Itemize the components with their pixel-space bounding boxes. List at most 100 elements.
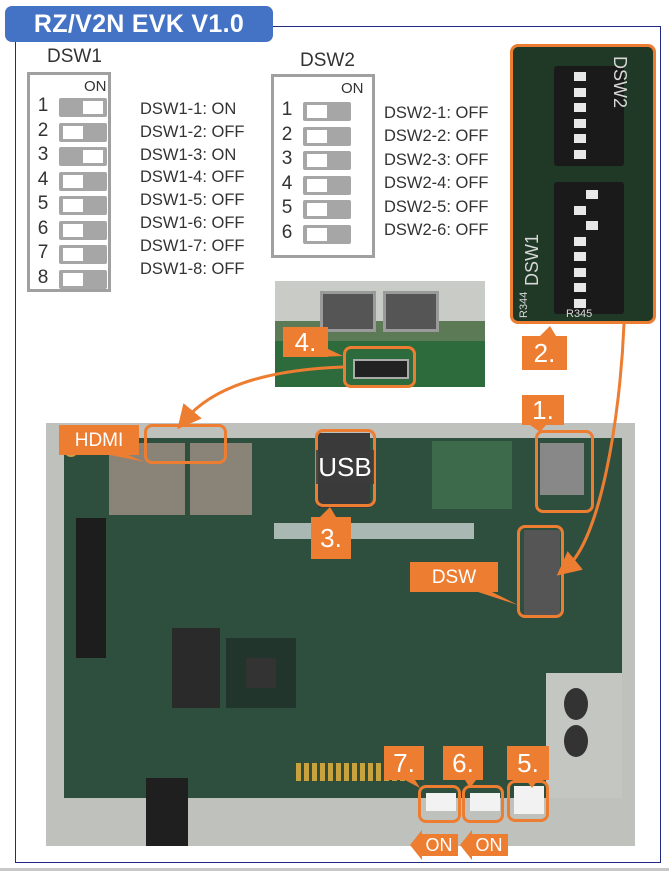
- pcie-connector: [76, 518, 106, 658]
- dsw2-switch-6[interactable]: [303, 225, 351, 244]
- dsw1-switch-number: 8: [37, 266, 49, 288]
- dsw2-switch-number: 5: [281, 197, 293, 219]
- dsw1-switch-state-label: DSW1-3: ON: [140, 145, 237, 164]
- dsw1-switch-number: 6: [37, 217, 49, 239]
- callout-3: 3.: [311, 517, 351, 559]
- switch-knob: [83, 101, 103, 114]
- switch-knob: [63, 199, 83, 212]
- dsw1-closeup-knob: [574, 267, 586, 277]
- dsw1-switch-2[interactable]: [59, 122, 107, 142]
- dsw1-switch-number: 4: [37, 168, 49, 190]
- on-arrow-6: ON: [460, 830, 508, 860]
- dsw1-closeup-knob: [586, 190, 598, 199]
- dsw1-switch-state-label: DSW1-1: ON: [140, 100, 237, 118]
- dsw1-switch-6[interactable]: [59, 220, 107, 240]
- dsw2-switch-number: 2: [281, 123, 293, 145]
- callout-usb: USB: [316, 450, 374, 484]
- dsw1-switch-number: 7: [37, 242, 49, 263]
- hdmi-port: [353, 359, 409, 379]
- switch-knob: [307, 105, 327, 118]
- callout-7: 7.: [384, 746, 424, 780]
- switch-7-highlight: [418, 785, 461, 823]
- dsw1-switch-state-label: DSW1-5: OFF: [140, 191, 245, 210]
- dsw1-switch-3[interactable]: [59, 147, 107, 166]
- dsw-highlight: [517, 525, 564, 618]
- dsw1-switch-number: 3: [37, 144, 49, 165]
- dsw2-switch-number: 4: [281, 172, 293, 194]
- dsw2-title: DSW2: [300, 50, 355, 71]
- dsw2-chip: [554, 66, 624, 166]
- switch-knob: [307, 154, 327, 168]
- dsw1-switch-8[interactable]: [59, 269, 107, 289]
- ribbon-cable: [146, 778, 188, 846]
- callout-4: 4.: [283, 327, 328, 357]
- usb-c-highlight: [507, 780, 549, 822]
- dsw2-closeup-knob: [574, 103, 586, 112]
- callout-1: 1.: [522, 395, 564, 425]
- switch-knob: [63, 223, 83, 237]
- switch-knob: [63, 174, 83, 188]
- hdmi-port-highlight: [343, 346, 416, 388]
- dsw1-switch-state-label: DSW1-2: OFF: [140, 122, 245, 141]
- dsw-switches: [524, 530, 560, 615]
- dsw1-switch-number: 1: [37, 95, 49, 116]
- dsw2-switch-number: 1: [281, 99, 293, 120]
- bottom-divider: [0, 868, 669, 871]
- dsw1-switch-number: 2: [37, 119, 49, 141]
- dsw2-on-label: ON: [341, 80, 364, 97]
- hdmi-highlight: [144, 424, 227, 464]
- callout-hdmi: HDMI: [59, 425, 139, 455]
- dsw2-switch-1[interactable]: [303, 102, 351, 121]
- dsw1-chip: [554, 182, 624, 314]
- callout-5: 5.: [507, 746, 549, 780]
- dsw2-switch-state-label: DSW2-6: OFF: [384, 221, 489, 239]
- dsw2-closeup-knob: [574, 87, 586, 97]
- arrow-left-icon: [460, 830, 472, 860]
- memory-chip: [172, 628, 220, 708]
- dsw1-switch-state-label: DSW1-6: OFF: [140, 214, 245, 232]
- dsw1-on-label: ON: [84, 78, 107, 95]
- dsw1-switch-number: 5: [37, 193, 49, 214]
- dsw1-switch-1[interactable]: [59, 98, 107, 117]
- callout-6: 6.: [443, 746, 483, 780]
- callout-dsw: DSW: [410, 562, 498, 592]
- usb-c-port: [514, 786, 544, 814]
- dsw-closeup-photo: DSW2 DSW1 R344 R345: [512, 46, 654, 322]
- dsw2-switch-number: 3: [281, 148, 293, 170]
- arrow-left-icon: [410, 830, 422, 860]
- som-sd-card-slot: [432, 441, 512, 509]
- dsw2-switch-5[interactable]: [303, 200, 351, 220]
- dsw2-switch-state-label: DSW2-4: OFF: [384, 174, 489, 193]
- dsw1-closeup-knob: [574, 205, 586, 215]
- board-title: RZ/V2N EVK V1.0: [5, 6, 273, 42]
- dsw1-closeup-knob: [574, 283, 586, 292]
- dsw2-switch-state-label: DSW2-3: OFF: [384, 150, 489, 169]
- switch-knob: [307, 129, 327, 143]
- dsw-closeup-highlight: [510, 44, 656, 324]
- dsw1-switch-state-label: DSW1-7: OFF: [140, 236, 245, 255]
- callout-2: 2.: [522, 336, 567, 370]
- dsw2-closeup-knob: [574, 134, 586, 143]
- switch-knob: [63, 125, 83, 139]
- dsw2-closeup-knob: [574, 118, 586, 128]
- dsw2-switch-2[interactable]: [303, 126, 351, 146]
- dsw2-switch-3[interactable]: [303, 151, 351, 171]
- switch-knob: [63, 272, 83, 286]
- on-arrow-7-label: ON: [420, 834, 458, 856]
- switch-knob: [63, 248, 83, 261]
- sd-slot-highlight: [535, 430, 594, 513]
- ethernet-jack-2: [190, 443, 252, 515]
- dsw1-switch-5[interactable]: [59, 196, 107, 215]
- diagram-frame: [15, 26, 661, 863]
- dsw2-switch-state-label: DSW2-1: OFF: [384, 104, 489, 122]
- dsw1-switch-4[interactable]: [59, 171, 107, 191]
- dsw1-switch-7[interactable]: [59, 245, 107, 264]
- switch-knob: [83, 150, 103, 163]
- on-arrow-6-label: ON: [470, 834, 508, 856]
- dsw2-switch-4[interactable]: [303, 175, 351, 195]
- switch-knob: [307, 228, 327, 241]
- dsw1-switch-state-label: DSW1-4: OFF: [140, 168, 245, 187]
- dsw2-closeup-knob: [574, 149, 586, 159]
- dsw2-switch-number: 6: [281, 222, 293, 243]
- switch-knob: [307, 203, 327, 217]
